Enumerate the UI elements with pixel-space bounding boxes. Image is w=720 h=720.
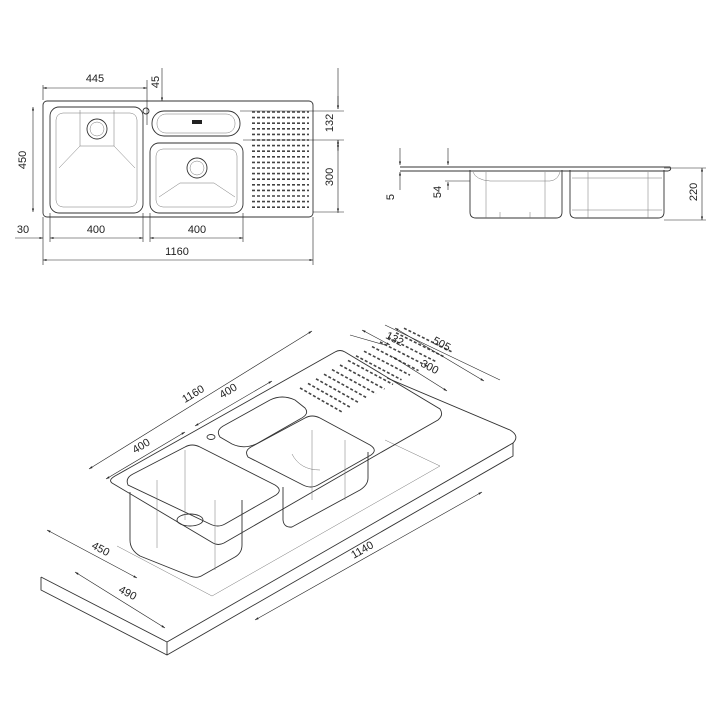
iso-right-bowl-body: [282, 452, 369, 528]
iso-drainer-rib: [323, 373, 368, 399]
iso-dim-450: 450: [89, 540, 111, 559]
dim-450: 450: [17, 151, 29, 169]
countertop-edge: [40, 443, 514, 656]
iso-dim-300: 300: [418, 358, 440, 377]
right-bowl-profile: [569, 170, 665, 219]
iso-right-bowl-rim: [246, 415, 375, 488]
iso-sink-plate: [110, 350, 443, 545]
dim-445: 445: [86, 73, 104, 85]
iso-dim-400-upper: 400: [217, 382, 239, 402]
dim-220: 220: [688, 183, 700, 201]
tap-hole-icon: [142, 107, 150, 115]
iso-drainer-rib: [299, 387, 343, 413]
dim-30: 30: [17, 224, 29, 236]
dim-400-left: 400: [87, 224, 105, 236]
dim-45: 45: [150, 76, 162, 88]
countertop-top: [40, 377, 517, 643]
dim-54: 54: [432, 186, 444, 198]
iso-drainer-rib: [307, 382, 351, 409]
drainer-ribs: [252, 111, 309, 208]
isometric-view: 1160 400 400 132 505 300 450 490 1140: [40, 324, 517, 656]
dim-5: 5: [385, 194, 397, 200]
strainer-bowl: [151, 110, 241, 137]
iso-drainer-rib: [339, 364, 385, 390]
right-drain-icon: [186, 157, 208, 179]
side-view: 5 54 220: [385, 148, 706, 221]
left-bowl-profile: [469, 170, 563, 219]
iso-left-bowl-rim: [126, 444, 280, 527]
cutout-outline: [116, 439, 441, 597]
right-bowl: [149, 142, 244, 214]
dim-132: 132: [324, 114, 336, 132]
iso-tap-hole-icon: [206, 434, 216, 440]
iso-dim-1140: 1140: [349, 539, 375, 561]
left-bowl: [49, 106, 144, 214]
iso-left-drain-icon: [176, 513, 204, 527]
iso-dim-1160: 1160: [180, 383, 206, 405]
overflow-icon: [192, 120, 202, 124]
dim-300: 300: [324, 168, 336, 186]
sink-outline: [42, 100, 314, 218]
dim-1160: 1160: [165, 246, 189, 258]
iso-left-bowl-body: [129, 492, 243, 578]
iso-drainer-rib: [363, 350, 411, 376]
left-drain-icon: [86, 118, 108, 140]
sink-rim: [400, 166, 672, 172]
iso-drainer-rib: [331, 368, 377, 395]
iso-drainer-rib: [315, 378, 360, 404]
plan-view: 1160 445 45 450 132 300 30 400 400 1160: [15, 68, 344, 265]
dim-400-right: 400: [188, 224, 206, 236]
iso-drainer-rib: [347, 359, 394, 386]
